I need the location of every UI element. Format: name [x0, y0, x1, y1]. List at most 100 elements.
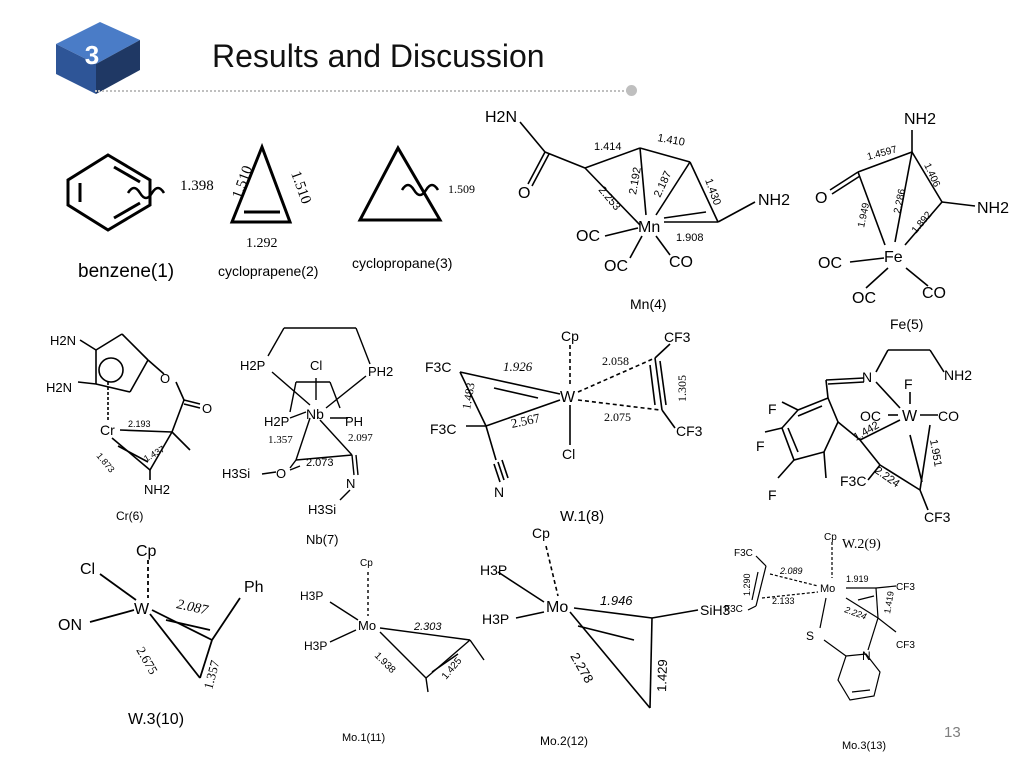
- bond-label: 2.675: [133, 644, 161, 677]
- section-badge: 3: [56, 22, 140, 94]
- bond-label: 1.437: [142, 444, 167, 464]
- bond-label: 1.419: [882, 590, 896, 614]
- atom-label: NH2: [904, 111, 936, 128]
- bond-label: 2.058: [602, 354, 629, 368]
- molecule-cycloprapene: [229, 142, 293, 224]
- atom-label: Cp: [360, 558, 373, 569]
- bond-label: 1.410: [656, 132, 685, 149]
- atom-label: CO: [922, 285, 946, 302]
- bond-label: 1.425: [440, 655, 465, 682]
- atom-label: N: [494, 484, 504, 500]
- molecule-caption: Fe(5): [890, 316, 923, 332]
- atom-label: OC: [576, 228, 600, 245]
- atom-label: F3C: [734, 548, 753, 559]
- atom-label: H2N: [46, 380, 72, 395]
- bond-label: 2.567: [510, 410, 542, 431]
- metal-label: W: [902, 408, 918, 425]
- molecule-caption: Cr(6): [116, 509, 143, 523]
- atom-label: CF3: [924, 509, 951, 525]
- atom-label: Cl: [562, 446, 575, 462]
- atom-label: Cl: [80, 561, 95, 578]
- atom-label: S: [806, 629, 814, 643]
- molecule-cyclopropane: [357, 144, 443, 222]
- bond-label: 1.414: [594, 141, 622, 153]
- molecule-caption: W.3(10): [128, 711, 184, 728]
- atom-label: Ph: [244, 579, 264, 596]
- atom-label: H3Si: [308, 502, 336, 517]
- bond-label: 1.938: [372, 650, 398, 676]
- section-badge-number: 3: [85, 40, 99, 70]
- atom-label: F: [756, 438, 765, 454]
- page-number: 13: [944, 724, 961, 741]
- metal-label: Nb: [306, 406, 324, 422]
- atom-label: O: [202, 401, 212, 416]
- bond-label: 2.286: [892, 187, 908, 214]
- metal-label: Fe: [884, 249, 903, 266]
- bond-label: 1.430: [702, 177, 723, 207]
- atom-label: F: [904, 376, 913, 392]
- bond-label: 1.926: [503, 359, 533, 374]
- atom-label: O: [518, 185, 530, 202]
- bond-label: 1.949: [856, 201, 872, 228]
- bond-label: 2.075: [604, 410, 631, 424]
- bond-label: 1.406: [921, 162, 942, 190]
- atom-label: CF3: [896, 640, 915, 651]
- bond-label: 1.292: [246, 236, 278, 251]
- bond-label: 1.305: [675, 375, 689, 402]
- slide-title: Results and Discussion: [212, 38, 545, 74]
- atom-label: OC: [818, 255, 842, 272]
- metal-label: W: [134, 601, 150, 618]
- bond-label: 1.357: [200, 658, 222, 691]
- atom-label: Cl: [310, 358, 322, 373]
- molecule-mn4: [519, 121, 756, 259]
- molecule-mo13: [747, 542, 897, 701]
- atom-label: ON: [58, 617, 82, 634]
- atom-label: Cp: [561, 328, 579, 344]
- bond-label: 1.398: [180, 178, 214, 194]
- atom-label: H2P: [240, 358, 265, 373]
- molecule-caption: cycloprapene(2): [218, 263, 318, 279]
- molecule-caption: W.1(8): [560, 508, 604, 525]
- atom-label: PH: [345, 414, 363, 429]
- bond-label: 1.908: [676, 232, 704, 244]
- molecule-w-fluoro: [764, 349, 945, 511]
- bond-label: 1.919: [846, 574, 869, 584]
- bond-label: 1.510: [230, 164, 257, 201]
- bond-label: 2.089: [779, 566, 803, 576]
- atom-label: Cp: [824, 532, 837, 543]
- atom-label: H3P: [300, 589, 323, 603]
- bond-label: 1.357: [268, 434, 293, 446]
- metal-label: Mo: [358, 618, 376, 633]
- molecule-caption: cyclopropane(3): [352, 255, 452, 271]
- molecule-header: W.2(9): [842, 537, 881, 552]
- bond-label: 2.133: [772, 596, 795, 606]
- molecule-caption: benzene(1): [78, 261, 174, 282]
- molecule-mo11: [329, 572, 485, 693]
- metal-label: W: [560, 389, 576, 406]
- atom-label: CO: [938, 408, 959, 424]
- atom-label: F3C: [840, 473, 866, 489]
- bond-label: 2.073: [306, 457, 334, 469]
- atom-label: F3C: [430, 421, 456, 437]
- atom-label: SiH3: [700, 602, 731, 618]
- bond-label: 1.892: [910, 209, 935, 236]
- metal-label: Mn: [638, 219, 660, 236]
- atom-label: O: [276, 466, 286, 481]
- bond-label: 1.290: [742, 573, 752, 596]
- bond-label: 1.4597: [866, 144, 899, 163]
- molecule-nb7: [261, 327, 371, 501]
- atom-label: CO: [669, 254, 693, 271]
- divider-dot: [626, 85, 637, 96]
- molecule-caption: Mo.1(11): [342, 732, 385, 744]
- molecule-w10: [89, 560, 241, 679]
- bond-label: 1.483: [459, 382, 477, 411]
- title-divider: [95, 90, 635, 94]
- atom-label: H3Si: [222, 466, 250, 481]
- atom-label: F: [768, 401, 777, 417]
- atom-label: N: [862, 369, 872, 385]
- bond-label: 2.303: [413, 621, 442, 633]
- atom-label: H3P: [480, 562, 507, 578]
- bond-label: 2.224: [842, 604, 868, 621]
- atom-label: H2N: [485, 109, 517, 126]
- atom-label: Cp: [532, 525, 550, 541]
